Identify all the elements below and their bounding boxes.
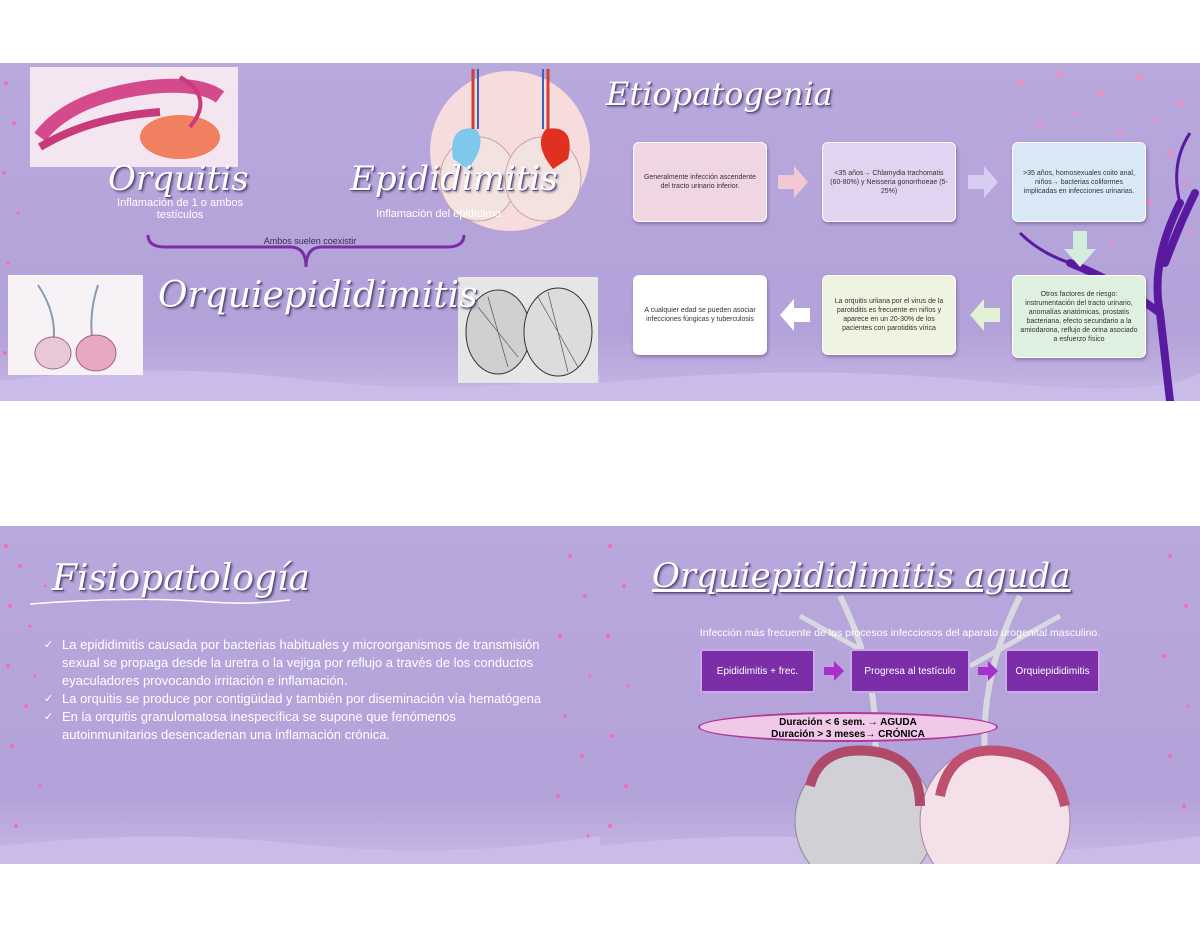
- epididimitis-illustration: [430, 69, 590, 231]
- orquiepididimitis-illustration-right: [458, 277, 598, 383]
- flow-arrow-2: [978, 661, 998, 681]
- arrow-right-1: [778, 166, 808, 198]
- epididimitis-title: Epididimitis: [350, 159, 558, 199]
- decorative-wave: [0, 836, 600, 864]
- flow-arrow-1: [824, 661, 844, 681]
- blossom-decoration-right: [1162, 554, 1190, 808]
- etiopatogenia-title: Etiopatogenia: [606, 75, 833, 113]
- coexist-label: Ambos suelen coexistir: [263, 236, 357, 246]
- cherry-tree-decoration: [1017, 72, 1199, 401]
- arrow-right-2: [968, 166, 998, 198]
- etiology-box-2: <35 años→ Chlamydia trachomatis (60-80%)…: [822, 142, 956, 222]
- etiology-box-4: Otros factores de riesgo: instrumentació…: [1012, 275, 1146, 358]
- decorative-wave: [0, 370, 600, 401]
- flow-step-epididimitis: Epididimitis + frec.: [700, 649, 815, 693]
- decorative-wave: [600, 372, 1200, 401]
- slide-orquiepididimitis-aguda: Orquiepididimitis aguda Infección más fr…: [600, 526, 1200, 864]
- etiology-box-5: La orquitis urliana por el virus de la p…: [822, 275, 956, 355]
- orquiepididimitis-illustration-left: [8, 275, 143, 375]
- bullet-item: ✓La epididimitis causada por bacterias h…: [44, 637, 540, 688]
- orquiepididimitis-title: Orquiepididimitis: [158, 275, 478, 316]
- check-icon: ✓: [44, 693, 54, 705]
- slide-etiopatogenia: Etiopatogenia Generalmente infección asc…: [600, 63, 1200, 401]
- fisiopatologia-title: Fisiopatología: [52, 558, 311, 599]
- check-icon: ✓: [44, 711, 54, 723]
- orquitis-title: Orquitis: [108, 159, 249, 199]
- duration-chronic: Duración > 3 meses→ CRÓNICA: [771, 729, 925, 740]
- bullet-item: ✓ En la orquitis granulomatosa inespecíf…: [44, 709, 456, 742]
- infection-subtitle: Infección más frecuente de los procesos …: [699, 627, 1101, 639]
- etiology-box-1: Generalmente infección ascendente del tr…: [633, 142, 767, 222]
- fisiopatologia-bullet-list: ✓La epididimitis causada por bacterias h…: [40, 636, 550, 744]
- flow-step-progresa: Progresa al testículo: [850, 649, 970, 693]
- blossom-decoration-right: [556, 554, 592, 838]
- orquitis-description: Inflamación de 1 o ambos testículos: [117, 197, 243, 221]
- arrow-down: [1064, 231, 1096, 267]
- duration-acute: Duración < 6 sem. → AGUDA: [779, 717, 917, 728]
- etiology-box-3: >35 años, homosexuales coito anal, niños…: [1012, 142, 1146, 222]
- arrow-left-2: [780, 299, 810, 331]
- orquitis-illustration: [30, 67, 238, 167]
- epididimitis-description: Inflamación del epidídimo.: [376, 208, 504, 220]
- orquiepididimitis-illustration: [794, 594, 1071, 864]
- flow-step-orquiepididimitis: Orquiepididimitis: [1005, 649, 1100, 693]
- check-icon: ✓: [44, 639, 54, 651]
- bullet-item: ✓La orquitis se produce por contigüidad …: [44, 691, 542, 706]
- title-underline: [30, 598, 290, 605]
- orquiepididimitis-aguda-title: Orquiepididimitis aguda: [652, 556, 1071, 596]
- etiology-box-6: A cualquier edad se pueden asociar infec…: [633, 275, 767, 355]
- slide-fisiopatologia: Fisiopatología ✓La epididimitis causada …: [0, 526, 600, 864]
- duration-ellipse: Duración < 6 sem. → AGUDA Duración > 3 m…: [698, 712, 998, 742]
- slide-orquitis-epididimitis: Orquitis Inflamación de 1 o ambos testíc…: [0, 63, 600, 401]
- arrow-left-1: [970, 299, 1000, 331]
- blossom-decoration: [4, 544, 47, 828]
- blossom-decoration: [606, 544, 630, 828]
- brace-connector: [146, 234, 466, 268]
